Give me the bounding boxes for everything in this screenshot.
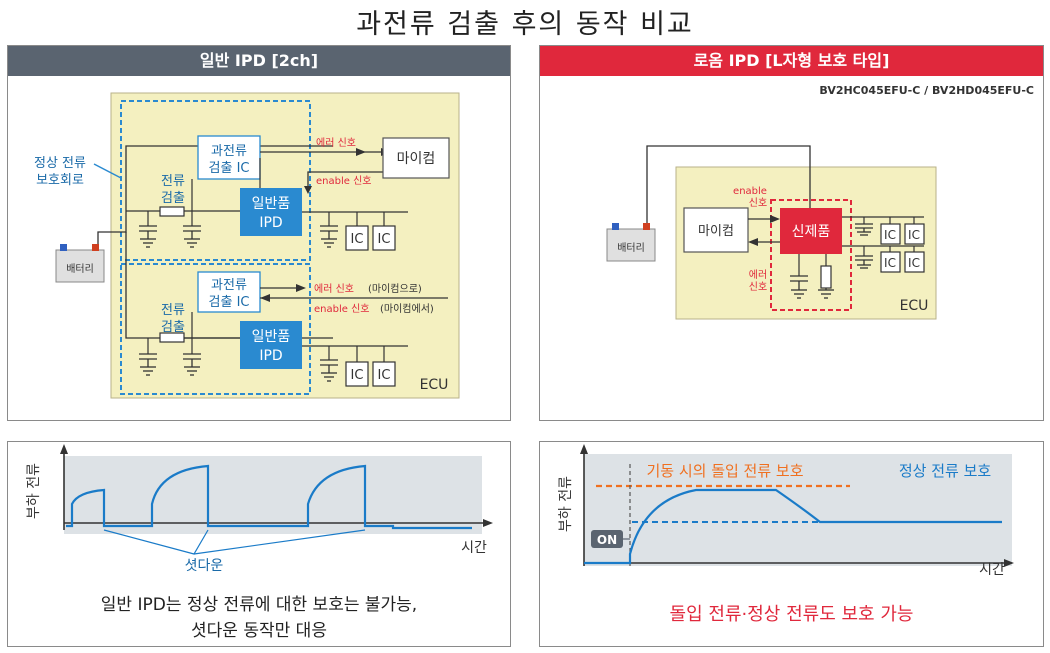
y-axis-label: 부하 전류 [558, 476, 574, 532]
svg-text:IC: IC [908, 228, 920, 242]
svg-text:배터리: 배터리 [617, 242, 645, 254]
page-title: 과전류 검출 후의 동작 비교 [356, 9, 694, 40]
new-product-label: 신제품 [792, 224, 831, 240]
svg-text:전류: 전류 [161, 174, 185, 189]
steady-label: 정상 전류 보호 [899, 462, 992, 480]
svg-text:마이컴: 마이컴 [698, 224, 734, 239]
ipd-2 [240, 321, 302, 369]
load-ic-1a [345, 225, 369, 251]
rohm-ipd-header: 로옴 IPD [L자형 보호 타입] [540, 46, 1043, 76]
svg-text:신호: 신호 [749, 281, 767, 293]
rohm-ipd-waveform: 부하 전류 시간 기동 시의 돌입 전류 보호 정상 전류 보호 ON [558, 444, 1014, 578]
part-numbers: BV2HC045EFU-C / BV2HD045EFU-C [819, 84, 1034, 97]
svg-text:부품수: 부품수 [614, 394, 647, 408]
protection-circuit-box-1 [120, 100, 311, 261]
general-ipd-header: 일반 IPD [2ch] [8, 46, 510, 76]
enable-signal-1: enable 신호 [316, 175, 371, 187]
ecu-label: ECU [900, 298, 929, 314]
general-ipd-diagram: 정상 전류 보호회로 배터리 과전류 검출 IC 전류 검출 [34, 92, 460, 399]
svg-text:IC: IC [351, 232, 364, 247]
load-current-trace [66, 464, 472, 530]
protection-label-1: 정상 전류 [34, 156, 86, 171]
svg-text:enable: enable [733, 186, 767, 197]
svg-text:전류: 전류 [161, 303, 185, 318]
svg-text:신호: 신호 [749, 197, 767, 209]
mount-area-value: 크다 [381, 392, 409, 410]
rohm-ipd-diagram: BV2HC045EFU-C / BV2HD045EFU-C 배터리 마이컴 신제… [606, 84, 1034, 320]
new-product-box [770, 199, 852, 311]
svg-text:에러: 에러 [749, 269, 767, 281]
load-ic-2a [345, 361, 369, 387]
mcu-box [683, 207, 749, 253]
x-axis-label: 시간 [461, 540, 487, 556]
battery-icon: 배터리 [55, 244, 105, 283]
svg-text:IC: IC [884, 256, 896, 270]
svg-text:IC: IC [908, 256, 920, 270]
load-ic-2b [372, 361, 396, 387]
detect-ic-2 [197, 271, 261, 313]
svg-text:검출: 검출 [161, 320, 185, 335]
y-axis-label: 부하 전류 [26, 463, 42, 519]
svg-text:과전류: 과전류 [211, 278, 247, 293]
error-signal-1: 에러 신호 [316, 137, 356, 149]
parts-count-value: 10개 [152, 392, 185, 410]
enable-signal-2: enable 신호 [314, 303, 369, 315]
mcu-label: 마이컴 [397, 151, 436, 167]
svg-text:IPD: IPD [259, 348, 282, 364]
battery-icon: 배터리 [606, 223, 656, 262]
new-product-ipd [780, 208, 842, 254]
svg-text:(70% 삭감 가능): (70% 삭감 가능) [892, 396, 958, 408]
ipd-1 [240, 188, 302, 236]
general-ipd-waveform-panel: 부하 전류 시간 셧다운 일반 IPD는 정상 전류에 대한 보호는 불가능, … [7, 441, 511, 647]
svg-text:(마이컴에서): (마이컴에서) [380, 303, 434, 315]
svg-text:검출: 검출 [161, 191, 185, 206]
inrush-label: 기동 시의 돌입 전류 보호 [646, 462, 803, 480]
rohm-ipd-panel: 로옴 IPD [L자형 보호 타입] BV2HC045EFU-C / BV2HD… [539, 45, 1044, 421]
battery-label: 배터리 [66, 263, 94, 275]
mount-area-label: 실장 면적 [281, 394, 329, 408]
on-badge [591, 530, 623, 548]
sense-resistor-2 [159, 332, 185, 343]
svg-text:일반품: 일반품 [252, 329, 291, 345]
shutdown-label: 셧다운 [185, 558, 224, 574]
mcu-box [382, 137, 450, 179]
svg-text:IC: IC [351, 368, 364, 383]
general-ipd-waveform: 부하 전류 시간 셧다운 [26, 444, 493, 574]
general-ipd-panel: 일반 IPD [2ch] 정상 전류 보호회로 배터리 과전류 검출 IC 전류… [7, 45, 511, 421]
load-ic-1b [372, 225, 396, 251]
detect-ic-1 [197, 135, 261, 180]
svg-text:ON: ON [597, 533, 617, 547]
svg-text:검출 IC: 검출 IC [209, 161, 250, 176]
parts-count-label: 부품수 [98, 394, 131, 408]
waveform-area [64, 456, 482, 534]
mount-area-value: 작다 [856, 392, 884, 410]
x-axis-label: 시간 [979, 562, 1005, 578]
svg-text:IC: IC [378, 368, 391, 383]
general-ipd-caption: 일반 IPD는 정상 전류에 대한 보호는 불가능, 셧다운 동작만 대응 [100, 595, 418, 641]
svg-text:(외장 부품 2개): (외장 부품 2개) [704, 396, 764, 408]
svg-text:IC: IC [378, 232, 391, 247]
svg-text:일반품: 일반품 [252, 196, 291, 212]
svg-text:실장 면적: 실장 면적 [795, 394, 843, 408]
rohm-ipd-caption: 돌입 전류·정상 전류도 보호 가능 [669, 604, 914, 625]
protection-label-2: 보호회로 [36, 173, 84, 188]
load-current-trace [584, 488, 1002, 565]
parts-count-note: (외장 부품 8개) [191, 396, 251, 408]
svg-text:과전류: 과전류 [211, 144, 247, 159]
protection-circuit-box-2 [120, 263, 311, 395]
rohm-ipd-waveform-panel: 부하 전류 시간 기동 시의 돌입 전류 보호 정상 전류 보호 ON 돌입 전… [539, 441, 1044, 647]
parts-count-value: 3개 [671, 392, 694, 410]
svg-text:(마이컴으로): (마이컴으로) [368, 283, 422, 295]
sense-resistor-1 [159, 206, 185, 217]
error-signal-2: 에러 신호 [314, 283, 354, 295]
svg-text:IPD: IPD [259, 215, 282, 231]
svg-text:IC: IC [884, 228, 896, 242]
ext-resistor [820, 265, 832, 289]
svg-text:검출 IC: 검출 IC [209, 295, 250, 310]
